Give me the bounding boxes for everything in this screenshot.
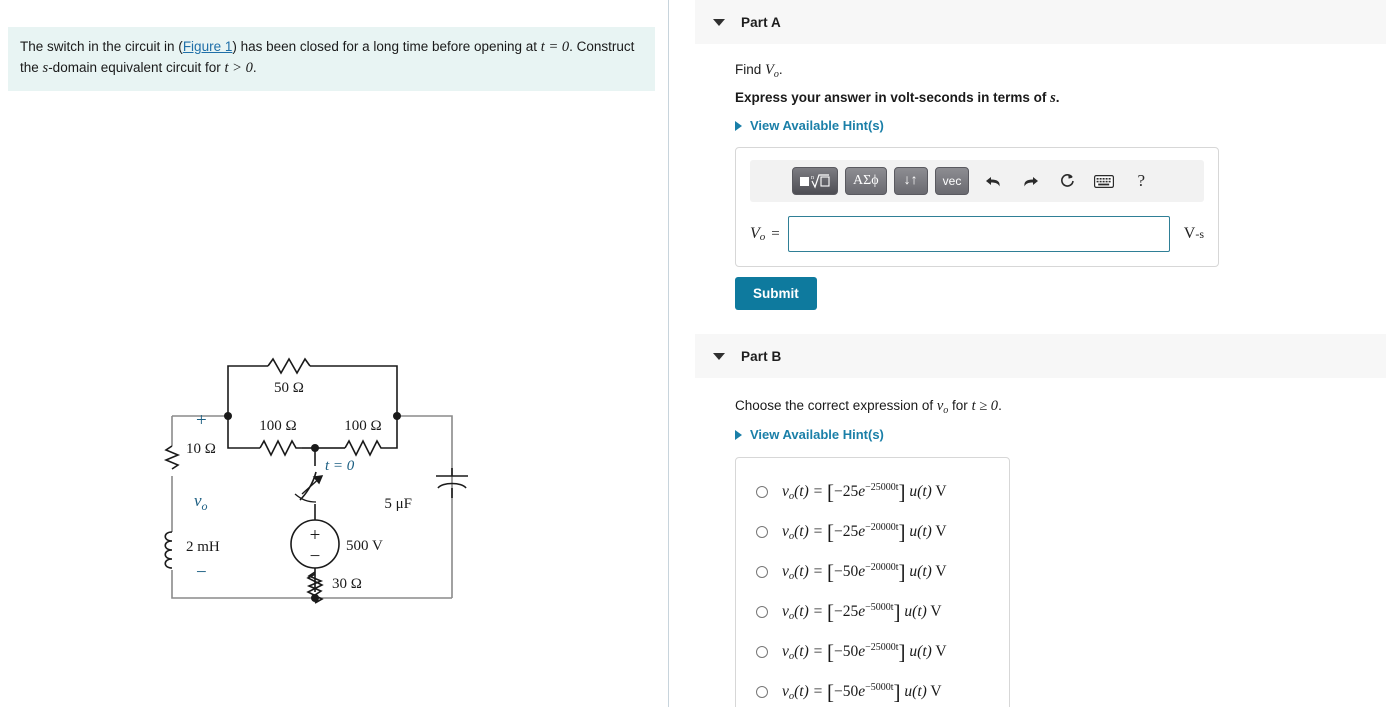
part-a-title: Part A	[741, 14, 781, 30]
problem-t-equals-zero: t = 0	[540, 39, 570, 55]
label-r-right-mid: 100 Ω	[344, 418, 381, 434]
label-r-left-vert: 10 Ω	[186, 441, 216, 457]
label-r-left-mid: 100 Ω	[259, 418, 296, 434]
source-plus-label: +	[310, 525, 321, 546]
label-plus-polarity: +	[196, 410, 207, 431]
part-b-prompt-prefix: Choose the correct expression of	[735, 398, 937, 413]
expand-triangle-icon	[735, 120, 742, 131]
option-expression-2: vo(t) = [−50e−20000t] u(t) V	[782, 559, 947, 584]
label-inductor: 2 mH	[186, 539, 220, 555]
option-expression-0: vo(t) = [−25e−25000t] u(t) V	[782, 479, 947, 504]
part-b-hint-label: View Available Hint(s)	[750, 427, 884, 442]
answer-input[interactable]	[787, 216, 1170, 252]
submit-button[interactable]: Submit	[735, 277, 817, 310]
circuit-svg: + − 50 Ω 100 Ω 100 Ω 10 Ω 2 mH 30 Ω 500 …	[163, 357, 468, 604]
option-row-3[interactable]: vo(t) = [−25e−5000t] u(t) V	[746, 592, 999, 632]
part-b-header[interactable]: Part B	[695, 334, 1386, 378]
problem-text-3: . Construct the	[20, 39, 635, 76]
answer-input-row: Vo = V-s	[750, 216, 1204, 252]
part-b-options-card: vo(t) = [−25e−25000t] u(t) V vo(t) = [−25…	[735, 457, 1010, 707]
sort-arrows-button[interactable]: ↓↑	[893, 167, 928, 195]
svg-text:n: n	[811, 175, 814, 181]
collapse-caret-icon[interactable]	[713, 352, 725, 360]
problem-t-gt-zero: t > 0	[224, 60, 253, 77]
option-expression-1: vo(t) = [−25e−20000t] u(t) V	[782, 519, 947, 544]
label-source: 500 V	[346, 538, 383, 554]
part-b-title: Part B	[741, 348, 782, 364]
part-b-view-hints[interactable]: View Available Hint(s)	[735, 427, 884, 442]
undo-icon[interactable]	[980, 169, 1006, 193]
part-a-header[interactable]: Part A	[695, 0, 1386, 44]
part-a-answer-card: n ΑΣϕ ↓↑ vec	[735, 147, 1219, 267]
collapse-caret-icon[interactable]	[713, 18, 725, 26]
radio-button-2[interactable]	[756, 566, 768, 578]
part-a-hint-label: View Available Hint(s)	[750, 118, 884, 133]
option-row-1[interactable]: vo(t) = [−25e−20000t] u(t) V	[746, 512, 999, 552]
radio-button-3[interactable]	[756, 606, 768, 618]
problem-text-5: .	[252, 60, 257, 76]
part-a-prompt: Find Vo.	[735, 60, 1386, 82]
problem-s-var: s	[42, 60, 49, 77]
radio-button-0[interactable]	[756, 486, 768, 498]
part-a-prompt-suffix: .	[778, 62, 783, 77]
option-expression-4: vo(t) = [−50e−25000t] u(t) V	[782, 639, 947, 664]
label-r-bottom: 30 Ω	[332, 576, 362, 592]
template-sqrt-button[interactable]: n	[792, 167, 838, 195]
label-minus-polarity: −	[196, 562, 207, 583]
part-a-view-hints[interactable]: View Available Hint(s)	[735, 118, 884, 133]
problem-statement: The switch in the circuit in (Figure 1) …	[8, 27, 655, 92]
label-capacitor: 5 μF	[384, 496, 412, 512]
option-expression-3: vo(t) = [−25e−5000t] u(t) V	[782, 599, 942, 624]
part-a-prompt-prefix: Find	[735, 62, 766, 77]
part-b-prompt-suffix: .	[998, 398, 1002, 413]
greek-symbols-button[interactable]: ΑΣϕ	[845, 167, 887, 195]
help-icon[interactable]: ?	[1137, 171, 1146, 190]
part-a-instruction-var: s	[1050, 90, 1056, 106]
math-toolbar: n ΑΣϕ ↓↑ vec	[750, 160, 1204, 202]
radio-button-4[interactable]	[756, 646, 768, 658]
expand-triangle-icon	[735, 429, 742, 440]
circuit-diagram: + − 50 Ω 100 Ω 100 Ω 10 Ω 2 mH 30 Ω 500 …	[150, 348, 510, 618]
keyboard-icon[interactable]	[1091, 169, 1117, 193]
label-vo: vo	[194, 491, 208, 513]
answer-unit-label: V-s	[1183, 225, 1204, 242]
part-b-prompt: Choose the correct expression of vo for …	[735, 396, 1386, 418]
equals-sign: =	[771, 225, 780, 242]
answer-variable-label: Vo	[750, 225, 766, 243]
sqrt-template-icon: n	[800, 173, 830, 189]
source-minus-label: −	[310, 546, 321, 567]
option-row-5[interactable]: vo(t) = [−50e−5000t] u(t) V	[746, 672, 999, 707]
pane-divider	[668, 0, 669, 707]
radio-button-5[interactable]	[756, 686, 768, 698]
label-r-top: 50 Ω	[274, 380, 304, 396]
option-row-0[interactable]: vo(t) = [−25e−25000t] u(t) V	[746, 472, 999, 512]
label-switch-time: t = 0	[325, 458, 355, 474]
problem-text-2: ) has been closed for a long time before…	[232, 39, 541, 54]
option-expression-5: vo(t) = [−50e−5000t] u(t) V	[782, 679, 942, 704]
figure-1-link[interactable]: Figure 1	[182, 39, 233, 54]
left-pane: The switch in the circuit in (Figure 1) …	[0, 0, 668, 707]
right-pane: Part A Find Vo. Express your answer in v…	[669, 0, 1386, 707]
vector-button[interactable]: vec	[934, 167, 970, 195]
option-row-2[interactable]: vo(t) = [−50e−20000t] u(t) V	[746, 552, 999, 592]
redo-icon[interactable]	[1017, 169, 1043, 193]
part-a-prompt-var: Vo	[765, 62, 779, 80]
part-a-instruction-prefix: Express your answer in volt-seconds in t…	[735, 90, 1051, 105]
radio-button-1[interactable]	[756, 526, 768, 538]
part-b-prompt-condition: t ≥ 0	[971, 398, 999, 414]
problem-text-4: -domain equivalent circuit for	[48, 60, 225, 76]
part-a-instruction-suffix: .	[1055, 90, 1060, 105]
option-row-4[interactable]: vo(t) = [−50e−25000t] u(t) V	[746, 632, 999, 672]
part-b-prompt-mid: for	[948, 398, 972, 413]
part-a-instruction: Express your answer in volt-seconds in t…	[735, 88, 1386, 108]
reset-icon[interactable]	[1054, 169, 1080, 193]
problem-text-1: The switch in the circuit in (	[20, 39, 183, 54]
part-b-prompt-var: vo	[936, 398, 949, 416]
